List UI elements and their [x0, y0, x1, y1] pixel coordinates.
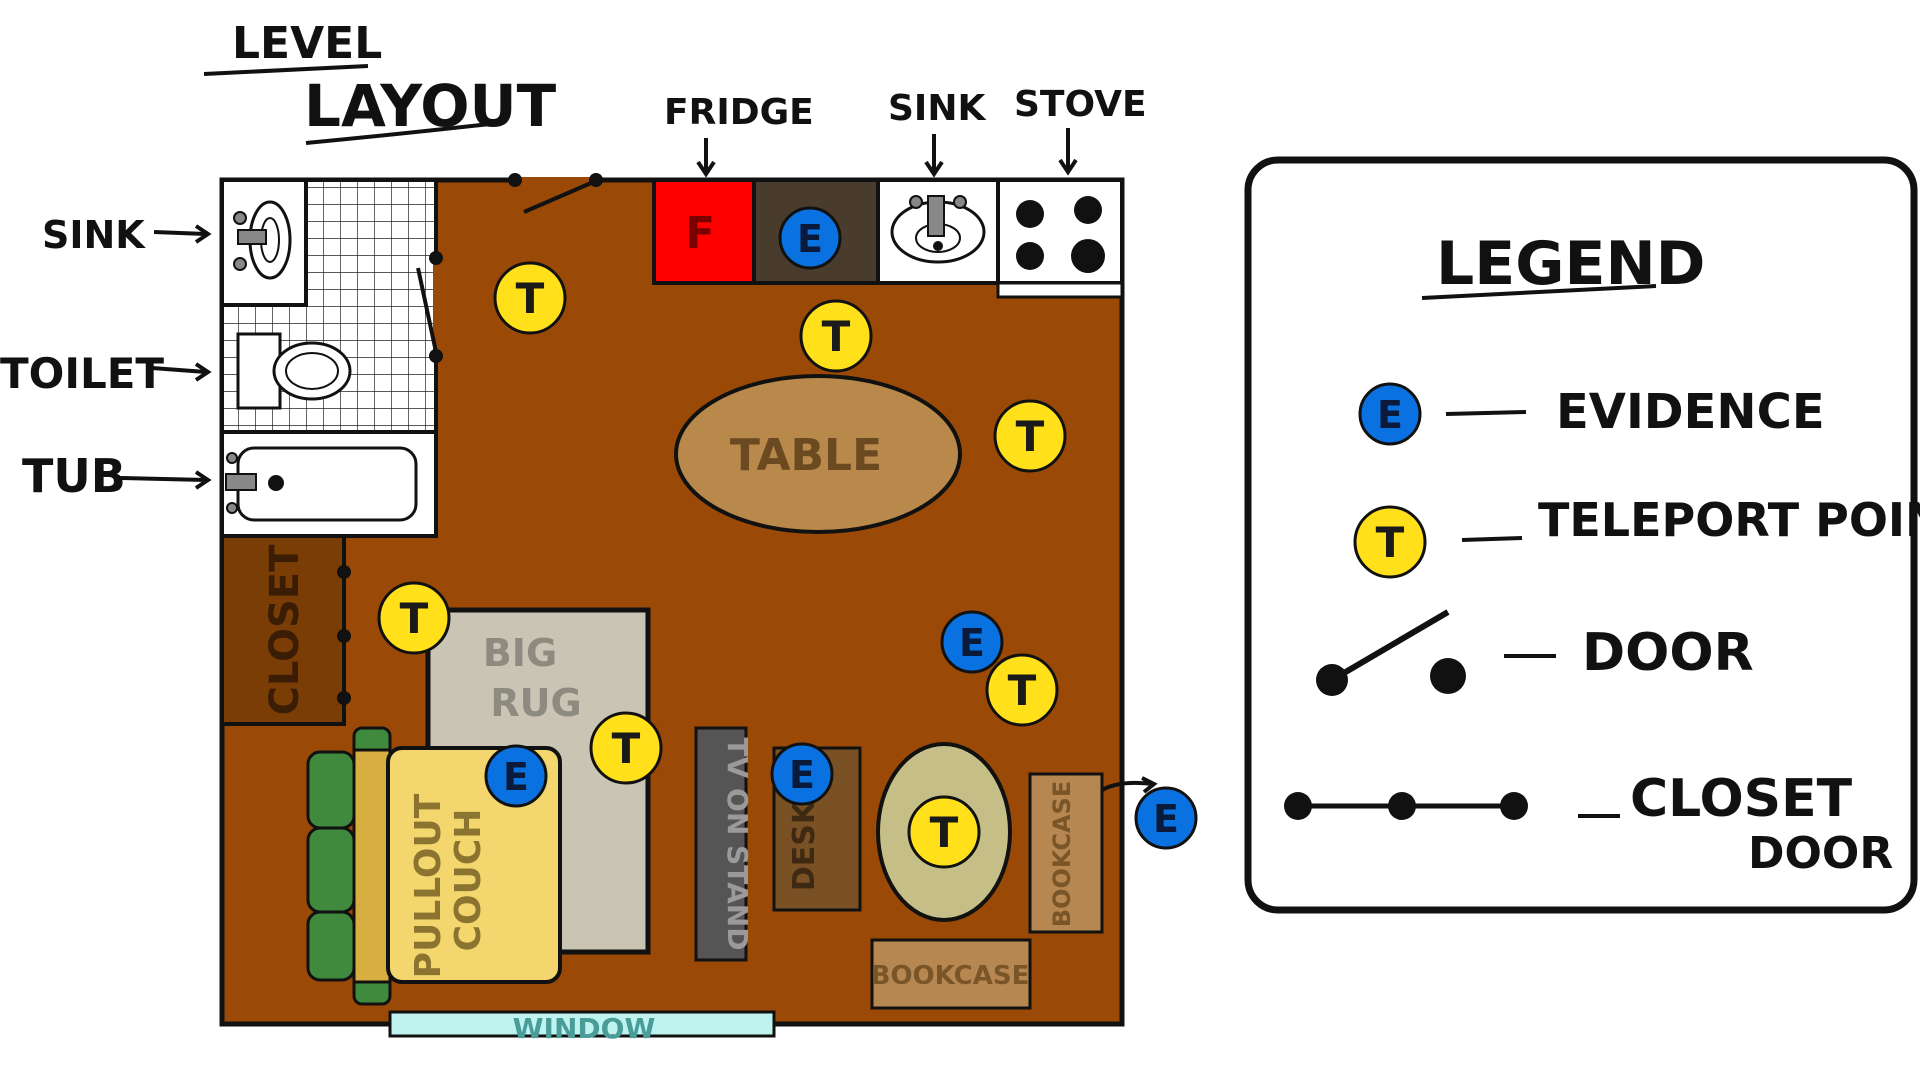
legend-evidence-label: EVIDENCE	[1556, 384, 1825, 440]
teleport-point-marker: T	[493, 261, 567, 335]
bathroom-door-icon	[416, 251, 443, 363]
teleport-label: T	[516, 274, 545, 323]
legend-closet-label-2: DOOR	[1748, 828, 1893, 879]
toilet-icon	[236, 332, 352, 410]
evidence-label: E	[797, 217, 823, 261]
kitchen-sink-icon	[876, 178, 1000, 285]
couch-label-1: PULLOUT	[408, 793, 449, 978]
bookcase-bottom	[870, 938, 1032, 1010]
desk-label: DESK	[787, 799, 822, 891]
teleport-point-marker: T	[985, 653, 1059, 727]
tv-stand	[694, 726, 748, 962]
evidence-label: E	[1153, 797, 1179, 841]
tub-icon	[220, 430, 438, 538]
teleport-label: T	[930, 808, 959, 857]
callout-tub: TUB	[22, 449, 126, 503]
big-rug-label-2: RUG	[490, 681, 581, 725]
teleport-point-marker: T	[799, 299, 873, 373]
table	[674, 374, 962, 534]
bookcase-right-label: BOOKCASE	[1048, 781, 1076, 927]
callout-fridge: FRIDGE	[664, 92, 814, 133]
legend: LEGEND E EVIDENCE T TELEPORT POINT DOOR	[1244, 156, 1920, 914]
bathroom	[220, 178, 443, 538]
closet-label: CLOSET	[262, 544, 308, 716]
legend-teleport-label: TELEPORT POINT	[1538, 493, 1920, 547]
legend-evidence-icon: E	[1377, 393, 1403, 437]
front-door-icon	[508, 173, 603, 214]
evidence-marker: E	[770, 742, 834, 806]
title-line-1: LEVEL	[232, 18, 382, 69]
evidence-marker: E	[778, 206, 842, 270]
teleport-point-marker: T	[993, 399, 1067, 473]
fridge-label: F	[685, 208, 715, 259]
evidence-label: E	[959, 621, 985, 665]
kitchen-appliances: F	[652, 178, 1124, 299]
teleport-label: T	[1016, 412, 1045, 461]
couch-label-2: COUCH	[448, 809, 489, 952]
teleport-label: T	[612, 724, 641, 773]
callout-bath-sink: SINK	[42, 213, 146, 257]
bath-sink-icon	[220, 178, 308, 307]
big-rug-label-1: BIG	[483, 631, 557, 675]
legend-door-label: DOOR	[1582, 623, 1754, 683]
teleport-point-marker: T	[377, 581, 451, 655]
bookcase-bottom-label: BOOKCASE	[871, 961, 1030, 991]
callout-kitchen-sink: SINK	[888, 88, 986, 129]
window-label: WINDOW	[513, 1012, 656, 1045]
teleport-label: T	[822, 312, 851, 361]
evidence-markers: E E E E E	[484, 206, 1198, 850]
teleport-label: T	[1008, 666, 1037, 715]
callouts: FRIDGE SINK STOVE SINK TOILET TUB	[0, 84, 1158, 794]
closet: CLOSET	[220, 534, 351, 726]
teleport-points: T T T T T T T	[377, 261, 1067, 869]
callout-stove: STOVE	[1014, 84, 1147, 125]
legend-title: LEGEND	[1436, 229, 1705, 299]
legend-door: DOOR	[1316, 609, 1754, 696]
fridge	[652, 178, 756, 285]
teleport-label: T	[400, 594, 429, 643]
legend-teleport-icon: T	[1376, 518, 1405, 567]
title: LEVEL LAYOUT	[203, 18, 557, 145]
evidence-marker: E	[1134, 786, 1198, 850]
legend-teleport: T TELEPORT POINT	[1353, 493, 1920, 579]
legend-closet-label-1: CLOSET	[1630, 769, 1853, 829]
evidence-label: E	[789, 753, 815, 797]
teleport-point-marker: T	[589, 711, 663, 785]
stove-icon	[996, 178, 1124, 299]
callout-toilet: TOILET	[0, 349, 164, 398]
evidence-label: E	[503, 755, 529, 799]
teleport-point-marker: T	[907, 795, 981, 869]
window	[388, 1010, 776, 1038]
legend-evidence: E EVIDENCE	[1358, 382, 1825, 446]
evidence-marker: E	[484, 744, 548, 808]
tv-label: TV ON STAND	[721, 738, 754, 951]
bookcase-right	[1028, 772, 1104, 934]
legend-closet-door: CLOSET DOOR	[1284, 769, 1893, 879]
evidence-marker: E	[940, 610, 1004, 674]
table-label: TABLE	[730, 430, 882, 481]
